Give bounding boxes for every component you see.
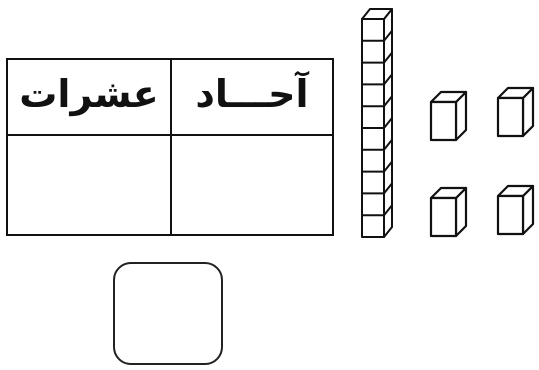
rod-cube-side-divider — [383, 30, 393, 42]
rod-cube-side-divider — [383, 139, 393, 151]
ones-header: آحـــاد — [195, 72, 309, 116]
answer-box[interactable] — [113, 262, 223, 365]
tens-rod — [361, 8, 393, 238]
tens-answer-cell[interactable] — [8, 136, 172, 234]
rod-cube-side-divider — [383, 73, 393, 86]
unit-cube — [496, 184, 535, 236]
unit-cube — [496, 86, 535, 138]
rod-cube-side-divider — [383, 204, 393, 216]
unit-cube — [429, 186, 468, 238]
rod-cube-side-divider — [383, 51, 393, 64]
tens-header: عشرات — [19, 72, 159, 116]
rod-cube-side-divider — [383, 117, 393, 129]
ones-header-cell: آحـــاد — [172, 60, 332, 136]
rod-cube-side-divider — [383, 182, 393, 195]
rod-cube-side-divider — [383, 160, 393, 173]
tens-header-cell: عشرات — [8, 60, 172, 136]
place-value-table: عشرات آحـــاد — [6, 58, 334, 236]
unit-cube — [429, 90, 468, 142]
ones-answer-cell[interactable] — [172, 136, 332, 234]
rod-cube-side-divider — [383, 95, 393, 107]
